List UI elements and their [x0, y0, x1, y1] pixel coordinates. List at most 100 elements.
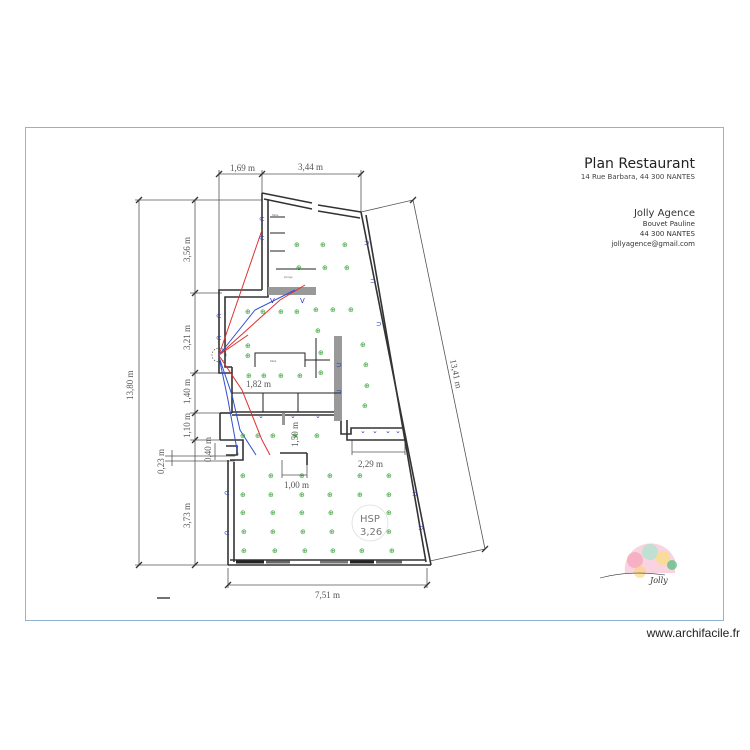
dim-seg6: 0,23 m [156, 449, 166, 474]
svg-text:⊕: ⊕ [294, 241, 300, 249]
svg-text:⊕: ⊕ [359, 547, 365, 555]
dim-seg7: 3,73 m [182, 503, 192, 528]
svg-text:⊂: ⊂ [224, 489, 230, 497]
svg-text:⊕: ⊕ [342, 241, 348, 249]
svg-text:⊕: ⊕ [386, 472, 392, 480]
svg-text:⊕: ⊕ [313, 306, 319, 314]
svg-text:⊃: ⊃ [370, 277, 376, 285]
dimension-ticks [135, 170, 489, 589]
agency-email: jollyagence@gmail.com [611, 240, 695, 248]
agency-name: Jolly Agence [633, 208, 695, 219]
watermark-link[interactable]: www.archifacile.fr [646, 626, 740, 640]
svg-text:⊃: ⊃ [336, 388, 342, 396]
svg-text:⊕: ⊕ [322, 264, 328, 272]
dimension-lines [135, 170, 486, 588]
svg-text:⊕: ⊕ [299, 491, 305, 499]
agency-block: Jolly Agence Bouvet Pauline 44 300 NANTE… [611, 208, 695, 249]
svg-text:⊂: ⊂ [259, 215, 265, 223]
svg-text:⊕: ⊕ [240, 491, 246, 499]
dim-door: 1,00 m [284, 480, 309, 490]
svg-text:⊃: ⊃ [336, 361, 342, 369]
dim-bottom: 7,51 m [315, 590, 340, 600]
svg-text:⌄: ⌄ [315, 412, 321, 420]
svg-text:⊕: ⊕ [245, 352, 251, 360]
dim-top-left: 1,69 m [230, 163, 255, 173]
svg-text:⊕: ⊕ [245, 342, 251, 350]
svg-text:⊕: ⊕ [386, 509, 392, 517]
svg-text:⊕: ⊕ [327, 472, 333, 480]
svg-text:⊃: ⊃ [364, 239, 370, 247]
svg-text:⊕: ⊕ [272, 547, 278, 555]
svg-text:⊕: ⊕ [329, 528, 335, 536]
dim-total-height: 13,80 m [125, 370, 135, 400]
dim-seg1: 3,56 m [182, 237, 192, 262]
svg-text:⌄: ⌄ [395, 427, 401, 435]
svg-text:⊕: ⊕ [318, 369, 324, 377]
electrical-wires [218, 229, 306, 456]
svg-text:⌄: ⌄ [372, 427, 378, 435]
svg-text:⊕: ⊕ [255, 432, 261, 440]
svg-text:⊕: ⊕ [357, 472, 363, 480]
dim-top-right: 3,44 m [298, 162, 323, 172]
svg-text:⊕: ⊕ [348, 306, 354, 314]
svg-text:⊕: ⊕ [297, 372, 303, 380]
svg-text:⊕: ⊕ [299, 472, 305, 480]
svg-text:⊕: ⊕ [241, 528, 247, 536]
furniture [232, 216, 341, 412]
svg-text:⌄: ⌄ [258, 412, 264, 420]
hsp-circle [351, 504, 389, 542]
plan-sheet-frame [25, 127, 724, 621]
svg-text:⊕: ⊕ [328, 509, 334, 517]
svg-text:⊕: ⊕ [330, 306, 336, 314]
svg-text:⊂: ⊂ [224, 529, 230, 537]
svg-text:⊕: ⊕ [344, 264, 350, 272]
svg-text:⊕: ⊕ [314, 432, 320, 440]
svg-text:⊕: ⊕ [330, 547, 336, 555]
svg-text:⌄: ⌄ [385, 427, 391, 435]
hsp-value: 3,26 [360, 527, 382, 538]
svg-text:⊕: ⊕ [246, 372, 252, 380]
svg-text:⊕: ⊕ [240, 509, 246, 517]
svg-text:⊃: ⊃ [418, 524, 424, 532]
label-furniture: table [272, 213, 279, 217]
svg-text:⊕: ⊕ [270, 528, 276, 536]
dim-seg4: 1,10 m [182, 413, 192, 438]
svg-text:⊕: ⊕ [360, 341, 366, 349]
dim-seg5: 0,40 m [203, 437, 213, 462]
svg-text:⊕: ⊕ [315, 327, 321, 335]
svg-text:⊕: ⊕ [240, 472, 246, 480]
svg-text:⊕: ⊕ [292, 432, 298, 440]
svg-text:⊕: ⊕ [270, 509, 276, 517]
dim-seg3: 1,40 m [182, 379, 192, 404]
svg-text:⊕: ⊕ [364, 382, 370, 390]
svg-text:⊕: ⊕ [278, 308, 284, 316]
svg-text:⊂: ⊂ [216, 312, 222, 320]
svg-text:⊕: ⊕ [260, 308, 266, 316]
svg-text:⊕: ⊕ [389, 547, 395, 555]
agency-city: 44 300 NANTES [639, 230, 695, 238]
svg-text:⊕: ⊕ [296, 264, 302, 272]
svg-text:⊕: ⊕ [327, 491, 333, 499]
svg-text:ᐯ: ᐯ [300, 297, 305, 305]
panel-circle [211, 347, 227, 363]
title-block: Plan Restaurant 14 Rue Barbara, 44 300 N… [581, 156, 695, 181]
bottom-windows [236, 560, 402, 564]
svg-text:⊂: ⊂ [259, 234, 265, 242]
svg-text:ᐯ: ᐯ [270, 297, 275, 305]
plan-title: Plan Restaurant [584, 156, 695, 172]
dim-diagonal: 13,41 m [448, 358, 464, 389]
svg-text:⊕: ⊕ [300, 528, 306, 536]
svg-text:⊕: ⊕ [357, 491, 363, 499]
svg-text:⊕: ⊕ [241, 547, 247, 555]
svg-text:⊕: ⊕ [299, 509, 305, 517]
svg-text:⊃: ⊃ [376, 320, 382, 328]
svg-text:⊕: ⊕ [318, 349, 324, 357]
svg-text:⌄: ⌄ [290, 412, 296, 420]
label-furniture: table [270, 359, 277, 363]
logo-text: Jolly [648, 576, 668, 585]
label-furniture: plonge [284, 275, 293, 279]
svg-text:⊕: ⊕ [320, 241, 326, 249]
svg-text:⊂: ⊂ [216, 334, 222, 342]
svg-text:⌄: ⌄ [360, 427, 366, 435]
